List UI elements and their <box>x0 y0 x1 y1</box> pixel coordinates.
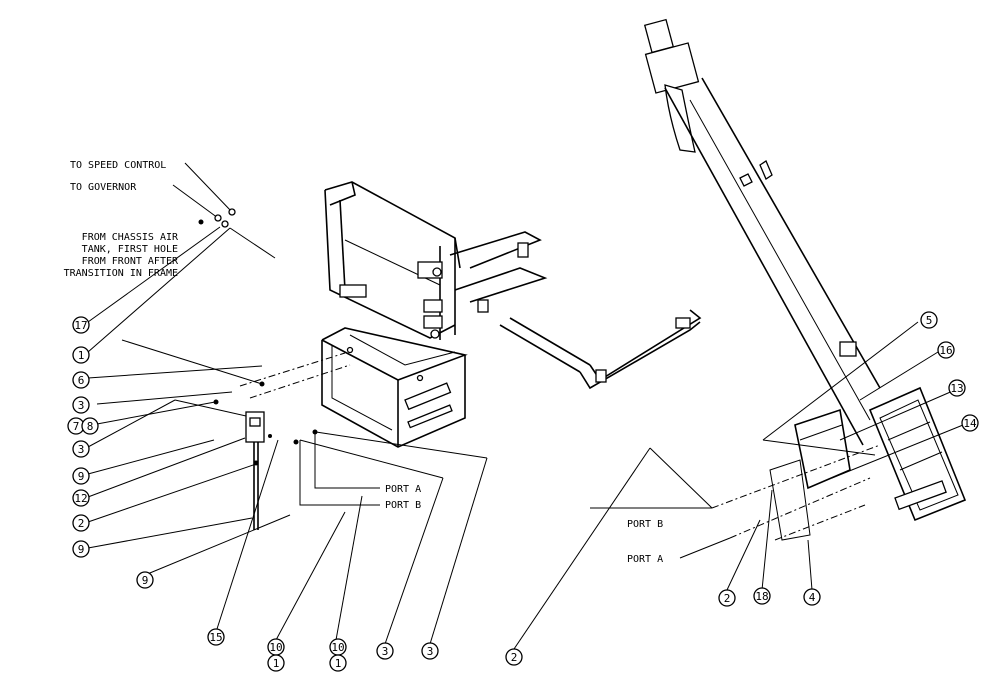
balloon-5-num: 5 <box>926 314 933 327</box>
balloon-10b-num: 10 <box>331 641 344 654</box>
balloon-13-num: 13 <box>950 382 963 395</box>
balloon-9b-num: 9 <box>78 543 85 556</box>
valve-fittings <box>198 208 318 530</box>
label-to-governor: TO GOVERNOR <box>70 182 137 193</box>
conveyor-tube-assembly <box>643 18 881 446</box>
label-port-b-center: PORT B <box>385 500 421 511</box>
balloon-18 <box>753 587 771 605</box>
balloon-3a <box>72 396 90 414</box>
item-balloons: 17 1 6 3 7 8 3 9 12 2 9 9 15 10 1 10 1 <box>67 311 979 672</box>
balloon-16 <box>937 341 955 359</box>
balloon-3d <box>421 642 439 660</box>
balloon-9b <box>72 540 90 558</box>
label-port-a-right: PORT A <box>627 554 663 565</box>
balloon-2a <box>72 514 90 532</box>
balloon-9c <box>136 571 154 589</box>
balloon-15 <box>207 628 225 646</box>
balloon-10a-num: 10 <box>269 641 282 654</box>
label-port-a-center: PORT A <box>385 484 421 495</box>
hopper-gate-assembly <box>769 386 967 541</box>
balloon-9c-num: 9 <box>142 574 149 587</box>
balloon-3b <box>72 440 90 458</box>
balloon-8-num: 8 <box>87 420 94 433</box>
balloon-2c-num: 2 <box>724 592 731 605</box>
balloon-7-num: 7 <box>73 420 80 433</box>
balloon-3c <box>376 642 394 660</box>
balloon-1b <box>329 654 347 672</box>
balloon-6-num: 6 <box>78 374 85 387</box>
balloon-18-num: 18 <box>755 590 768 603</box>
label-chassis-line-1: FROM CHASSIS AIR <box>82 232 179 243</box>
balloon-13 <box>948 379 966 397</box>
balloon-14 <box>961 414 979 432</box>
balloon-17-num: 17 <box>74 319 87 332</box>
balloon-14-num: 14 <box>963 417 977 430</box>
label-chassis-line-4: TRANSITION IN FRAME <box>64 268 178 279</box>
balloon-16-num: 16 <box>939 344 952 357</box>
balloon-1-num: 1 <box>78 349 85 362</box>
label-chassis-line-2: TANK, FIRST HOLE <box>82 244 178 255</box>
balloon-12 <box>72 489 90 507</box>
center-lines <box>239 352 881 541</box>
callout-text: TO SPEED CONTROL TO GOVERNOR FROM CHASSI… <box>64 160 664 565</box>
balloon-4 <box>803 588 821 606</box>
balloon-4-num: 4 <box>809 591 816 604</box>
balloon-12-num: 12 <box>74 492 87 505</box>
balloon-2c <box>718 589 736 607</box>
balloon-6 <box>72 371 90 389</box>
balloon-3a-num: 3 <box>78 399 85 412</box>
label-chassis-line-3: FROM FRONT AFTER <box>82 256 179 267</box>
balloon-1a <box>267 654 285 672</box>
balloon-2b-num: 2 <box>511 651 518 664</box>
upper-frame-assembly <box>324 181 702 390</box>
balloon-17 <box>72 316 90 334</box>
balloon-8 <box>81 417 99 435</box>
label-port-b-right: PORT B <box>627 519 663 530</box>
balloon-1 <box>72 346 90 364</box>
label-to-speed-control: TO SPEED CONTROL <box>70 160 166 171</box>
balloon-5 <box>920 311 938 329</box>
balloon-9a <box>72 467 90 485</box>
balloon-9a-num: 9 <box>78 470 85 483</box>
balloon-3b-num: 3 <box>78 443 85 456</box>
balloon-2b <box>505 648 523 666</box>
balloon-15-num: 15 <box>209 631 222 644</box>
balloon-3c-num: 3 <box>382 645 389 658</box>
leader-lines <box>87 162 964 650</box>
balloon-3d-num: 3 <box>427 645 434 658</box>
balloon-1b-num: 1 <box>335 657 342 670</box>
balloon-1a-num: 1 <box>273 657 280 670</box>
balloon-2a-num: 2 <box>78 517 85 530</box>
lower-box-bracket <box>321 327 468 448</box>
